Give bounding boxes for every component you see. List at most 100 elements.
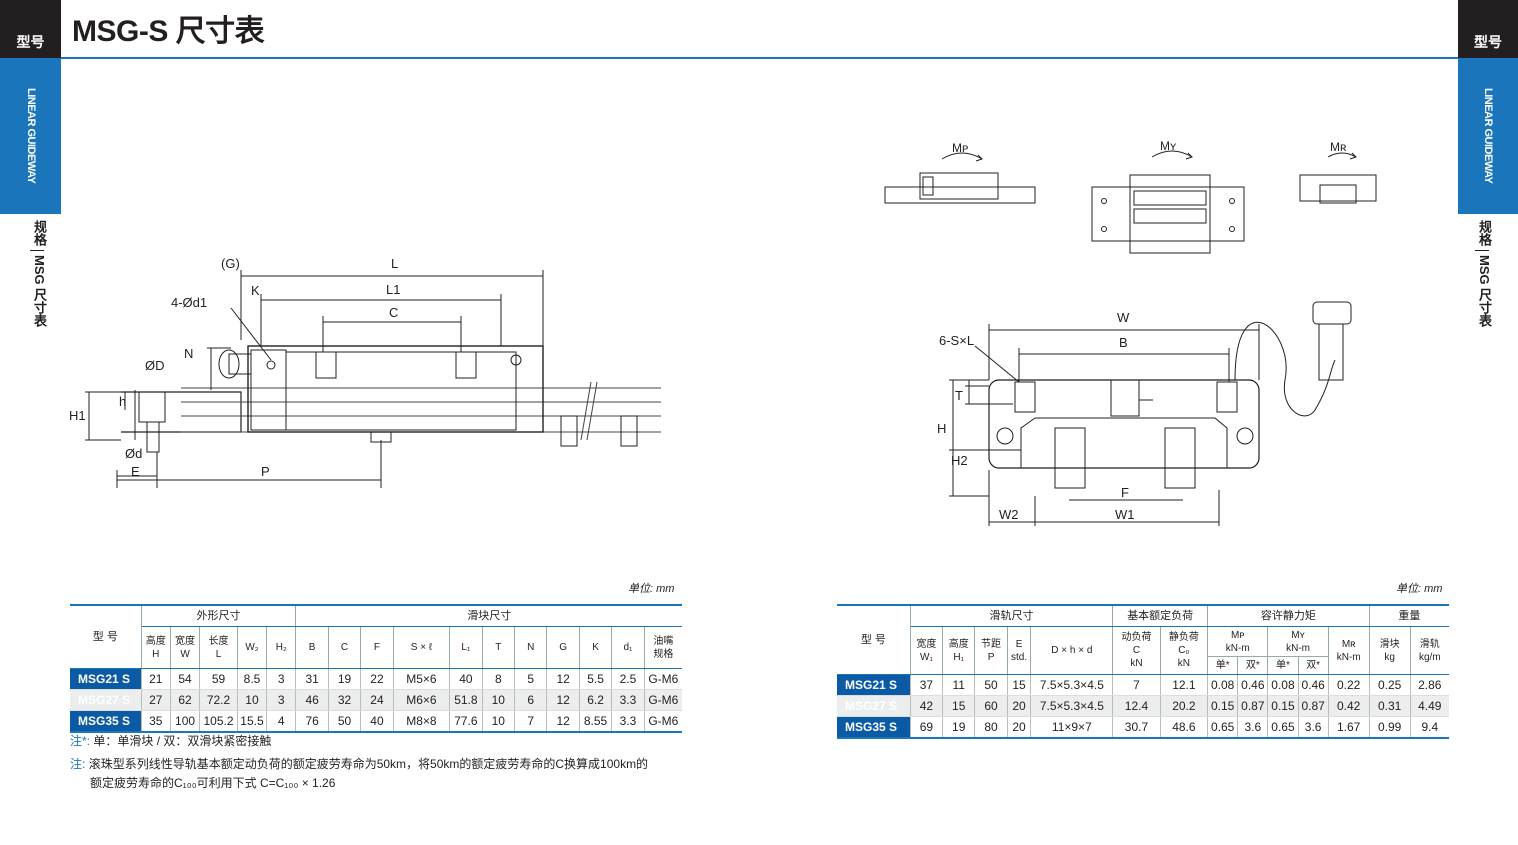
rt-cell: 0.65 (1207, 716, 1239, 739)
dim-l: L (391, 256, 398, 271)
rt-model-cell: MSG21 S (837, 674, 911, 696)
lt-cell: 31 (295, 668, 329, 690)
lt-cell: 77.6 (449, 710, 483, 733)
left-section-tab: 型号 (0, 0, 61, 58)
dim-d: Ød (125, 446, 142, 461)
rt-cell: 0.08 (1207, 674, 1239, 696)
rt-cell: 80 (974, 716, 1008, 739)
dim-w: W (1117, 310, 1130, 325)
note-2-label: 注: (70, 757, 86, 771)
lt-cell: 12 (546, 710, 580, 733)
lt-cell: 3 (266, 689, 297, 711)
rt-cell: 0.99 (1369, 716, 1411, 739)
rt-model-header: 型 号 (837, 605, 911, 675)
rt-cell: 7.5×5.3×4.5 (1030, 695, 1114, 717)
lt-cell: G-M6 (644, 689, 682, 711)
left-side-category: 规格 (32, 220, 47, 246)
right-side-divider (1475, 250, 1489, 251)
left-side-sub: MSG 尺寸表 (32, 255, 47, 328)
label-mr: Mʀ (1330, 140, 1347, 154)
rt-col-2: 节距 P (974, 626, 1008, 675)
left-section-tab-label: 型号 (16, 34, 45, 50)
lt-cell: M5×6 (393, 668, 451, 690)
rt-cell: 19 (942, 716, 976, 739)
rt-cell: 20.2 (1160, 695, 1209, 717)
rt-model-cell: MSG27 S (837, 695, 911, 717)
lt-cell: 3 (266, 668, 297, 690)
lt-group-block: 滑块尺寸 (295, 605, 682, 627)
rt-sub-1: 双* (1237, 656, 1269, 675)
lt-col-10: T (482, 626, 516, 669)
rt-model-cell: MSG35 S (837, 716, 911, 739)
label-my: Mʏ (1160, 139, 1177, 153)
rt-sub-2: 单* (1267, 656, 1299, 675)
lt-cell: 105.2 (199, 710, 238, 733)
lt-cell: 59 (199, 668, 238, 690)
lt-col-5: B (295, 626, 329, 669)
lt-col-8: S × ℓ (393, 626, 451, 669)
rt-group-moment: 容许静力矩 (1207, 605, 1370, 627)
dim-n: N (184, 346, 193, 361)
lt-cell: 27 (141, 689, 171, 711)
rt-group-load: 基本额定负荷 (1112, 605, 1209, 627)
lt-cell: 10 (237, 689, 268, 711)
lt-cell: 3.3 (611, 710, 645, 733)
lt-model-cell: MSG21 S (70, 668, 142, 690)
lt-cell: 62 (170, 689, 201, 711)
rt-cell: 0.46 (1237, 674, 1269, 696)
lt-model-cell: MSG35 S (70, 710, 142, 733)
lt-cell: 24 (360, 689, 394, 711)
moment-diagrams: Mᴘ Mʏ Mʀ (884, 139, 1377, 254)
lt-cell: 5 (514, 668, 548, 690)
dim-b: B (1119, 335, 1128, 350)
rt-cell: 0.87 (1298, 695, 1329, 717)
rt-cell: 20 (1007, 695, 1032, 717)
rt-cell: 11×9×7 (1030, 716, 1114, 739)
dim-p: P (261, 464, 270, 479)
header-rule (61, 57, 1458, 59)
side-view-drawing: (G) L K L1 4-Ød1 C N ØD H1 h Ød E P (69, 256, 661, 488)
note-1-text: 单：单滑块 / 双：双滑块紧密接触 (93, 734, 272, 748)
dim-w2: W2 (999, 507, 1019, 522)
dim-w1: W1 (1115, 507, 1135, 522)
dim-h2: H2 (951, 453, 968, 468)
lt-col-2: 长度 L (199, 626, 238, 669)
rt-cell: 0.08 (1267, 674, 1299, 696)
lt-col-7: F (360, 626, 394, 669)
rt-cell: 20 (1007, 716, 1032, 739)
rt-cell: 1.67 (1328, 716, 1370, 739)
note-1-label: 注*: (70, 734, 91, 748)
lt-cell: 8.55 (579, 710, 613, 733)
dim-l1: L1 (386, 282, 400, 297)
lt-cell: 21 (141, 668, 171, 690)
lt-cell: 6 (514, 689, 548, 711)
rt-cell: 0.15 (1267, 695, 1299, 717)
rt-cell: 11 (942, 674, 976, 696)
lt-col-12: G (546, 626, 580, 669)
lt-cell: 10 (482, 689, 516, 711)
notes: 注*: 单：单滑块 / 双：双滑块紧密接触 注: 滚珠型系列线性导轨基本额定动负… (70, 732, 710, 793)
lt-cell: 50 (328, 710, 362, 733)
lt-cell: G-M6 (644, 668, 682, 690)
lt-cell: 40 (360, 710, 394, 733)
rt-col-3: E std. (1007, 626, 1032, 675)
rt-cell: 2.86 (1410, 674, 1449, 696)
lt-cell: M6×6 (393, 689, 451, 711)
dim-c: C (389, 305, 398, 320)
rt-group-weight: 重量 (1369, 605, 1449, 627)
note-2-line2: 额定疲劳寿命的C₁₀₀可利用下式 C=C₁₀₀ × 1.26 (90, 776, 336, 790)
lt-cell: 76 (295, 710, 329, 733)
rt-group-rail: 滑轨尺寸 (910, 605, 1114, 627)
dim-hole: 4-Ød1 (171, 295, 207, 310)
rt-cell: 7.5×5.3×4.5 (1030, 674, 1114, 696)
lt-cell: G-M6 (644, 710, 682, 733)
rt-col-7: Mᴘ kN-m (1207, 626, 1269, 657)
rt-cell: 0.87 (1237, 695, 1269, 717)
dim-h1: H1 (69, 408, 86, 423)
lt-cell: 46 (295, 689, 329, 711)
lt-col-14: d₁ (611, 626, 645, 669)
